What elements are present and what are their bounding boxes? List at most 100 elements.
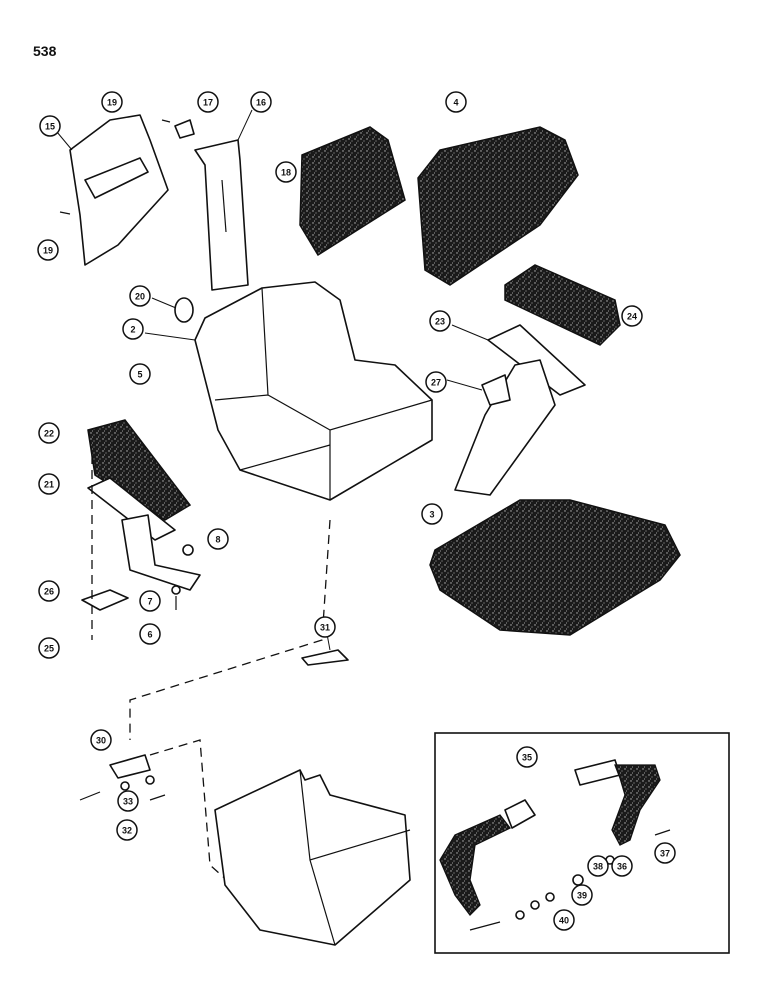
callout-label: 23 [435,317,445,327]
callout-label: 19 [107,98,117,108]
callout-24: 24 [621,305,643,327]
callout-label: 22 [44,429,54,439]
plate-drawing [301,633,349,666]
callout-label: 26 [44,587,54,597]
armrest-pad-left-drawing [87,419,192,521]
callout-label: 6 [147,630,152,640]
callout-circle [429,310,451,332]
callout-circle [516,746,538,768]
callout-7: 7 [139,590,161,612]
callout-circle [621,305,643,327]
callout-label: 19 [43,246,53,256]
callout-39: 39 [571,884,593,906]
callout-25: 25 [38,637,60,659]
callout-circle [611,855,633,877]
backrest-pad-drawing [299,126,406,257]
callout-label: 18 [281,168,291,178]
callout-circle [571,884,593,906]
callout-label: 35 [522,753,532,763]
callout-17: 17 [197,91,219,113]
seat-back-cushion-drawing [417,126,579,286]
callout-circle [117,790,139,812]
callout-circle [654,842,676,864]
callout-circle [39,115,61,137]
callout-circle [275,161,297,183]
armrest-bracket-right-drawing [446,324,586,496]
page-number: 538 [33,43,57,59]
callout-27: 27 [425,371,447,393]
callout-circle [37,239,59,261]
callout-label: 27 [431,378,441,388]
side-panel-drawing [56,114,169,266]
seat-base-drawing [214,769,411,946]
callout-label: 33 [123,797,133,807]
callout-circle [129,285,151,307]
callout-5: 5 [129,363,151,385]
callout-circle [38,637,60,659]
seat-belt-inset [434,732,730,954]
callout-19: 19 [37,239,59,261]
callout-circle [38,422,60,444]
mounting-line [129,519,331,740]
callout-label: 39 [577,891,587,901]
callout-circle [129,363,151,385]
callout-label: 25 [44,644,54,654]
seat-pan-drawing [144,281,433,501]
callout-label: 7 [147,597,152,607]
callout-circle [445,91,467,113]
callout-label: 15 [45,122,55,132]
clamp-drawing [79,754,166,801]
callout-label: 5 [137,370,142,380]
callout-38: 38 [587,855,609,877]
clip-drawing [161,119,195,139]
callout-circle [207,528,229,550]
callout-label: 36 [617,862,627,872]
callout-8: 8 [207,528,229,550]
callout-35: 35 [516,746,538,768]
callout-22: 22 [38,422,60,444]
callout-circle [139,623,161,645]
callout-label: 8 [215,535,220,545]
seat-belt-drawing [439,759,671,931]
callout-label: 37 [660,849,670,859]
callout-circle [139,590,161,612]
callout-label: 38 [593,862,603,872]
callout-3: 3 [421,503,443,525]
callout-label: 4 [453,98,458,108]
callout-18: 18 [275,161,297,183]
callout-36: 36 [611,855,633,877]
armrest-pad-right-drawing [504,264,621,346]
callout-circle [587,855,609,877]
seat-back-bracket-drawing [194,109,253,291]
callout-15: 15 [39,115,61,137]
callout-label: 17 [203,98,213,108]
callout-21: 21 [38,473,60,495]
armrest-bracket-left-drawing [81,455,201,640]
callout-23: 23 [429,310,451,332]
callout-label: 16 [256,98,266,108]
callout-31: 31 [314,616,336,638]
callout-40: 40 [553,909,575,931]
callout-label: 3 [429,510,434,520]
callout-6: 6 [139,623,161,645]
callout-label: 30 [96,736,106,746]
callout-label: 24 [627,312,637,322]
callout-circle [421,503,443,525]
callout-20: 20 [129,285,151,307]
callout-circle [314,616,336,638]
callout-label: 40 [559,916,569,926]
callout-label: 32 [122,826,132,836]
hardware-left-drawing [171,544,194,610]
callout-label: 2 [130,325,135,335]
knob-drawing [151,297,194,323]
callout-circle [425,371,447,393]
callout-30: 30 [90,729,112,751]
callout-26: 26 [38,580,60,602]
callout-2: 2 [122,318,144,340]
callout-4: 4 [445,91,467,113]
callout-16: 16 [250,91,272,113]
callout-circle [250,91,272,113]
callout-circle [38,580,60,602]
